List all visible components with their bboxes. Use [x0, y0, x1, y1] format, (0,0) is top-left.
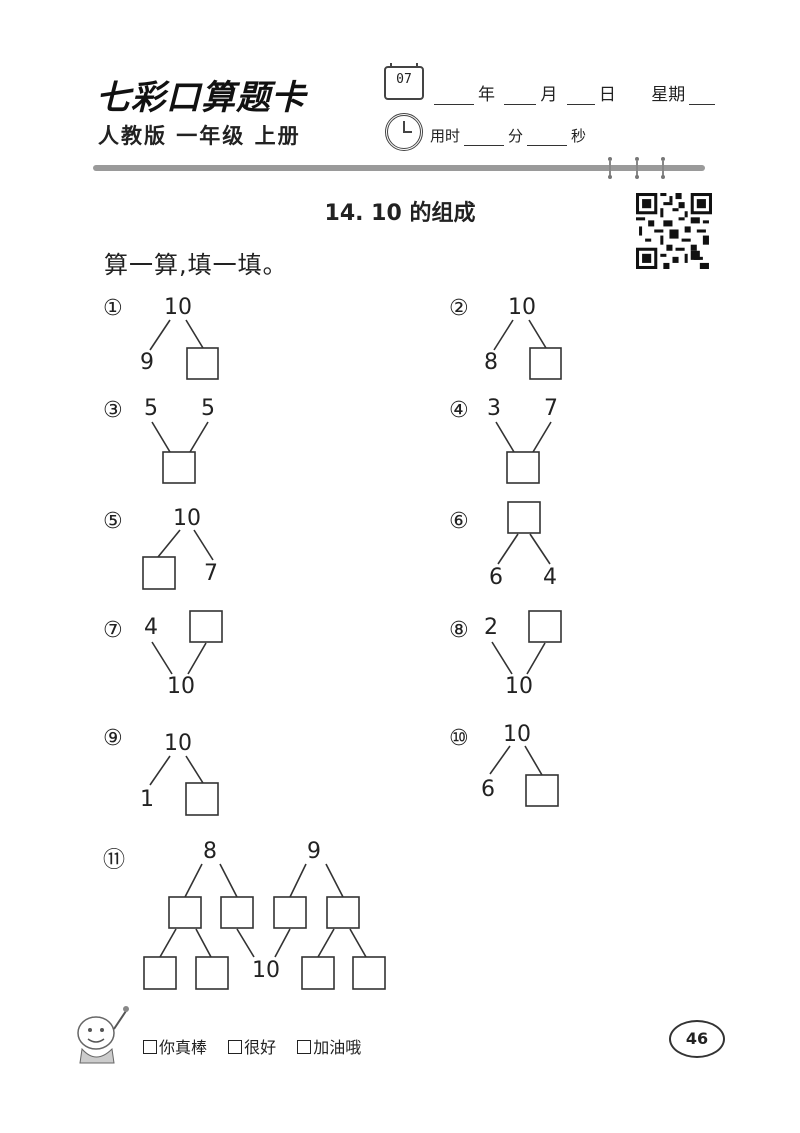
rating-label: 加油哦 — [313, 1038, 362, 1057]
calendar-icon: 07 — [384, 63, 424, 100]
minutes-label: 分 — [508, 127, 524, 145]
edition-label: 人教版 一年级 上册 — [98, 124, 301, 148]
answer-box[interactable] — [186, 347, 219, 380]
answer-box[interactable] — [301, 956, 335, 990]
answer-box[interactable] — [220, 896, 254, 929]
number-bottom: 10 — [252, 958, 280, 983]
answer-box[interactable] — [506, 451, 540, 484]
number-bottom: 10 — [505, 674, 533, 699]
answer-box[interactable] — [162, 451, 196, 484]
date-row: 年 月 日 星期 — [430, 80, 719, 105]
number-left: 3 — [487, 396, 501, 421]
year-label: 年 — [478, 85, 495, 105]
clock-icon — [385, 113, 423, 151]
seconds-label: 秒 — [571, 127, 587, 145]
answer-box[interactable] — [528, 610, 562, 643]
answer-box[interactable] — [326, 896, 360, 929]
time-row: 用时 分 秒 — [430, 125, 586, 146]
answer-box[interactable] — [189, 610, 223, 643]
day-blank[interactable] — [566, 88, 595, 105]
answer-box[interactable] — [142, 556, 176, 590]
question-label: ⑥ — [449, 509, 469, 534]
number-left: 1 — [140, 787, 154, 812]
year-blank[interactable] — [434, 88, 474, 105]
page-number: 46 — [669, 1020, 725, 1058]
number-left: 6 — [481, 777, 495, 802]
question-label: ④ — [449, 398, 469, 423]
number-top: 10 — [508, 295, 536, 320]
answer-box[interactable] — [352, 956, 386, 990]
seconds-blank[interactable] — [527, 129, 568, 146]
rating-label: 很好 — [244, 1038, 277, 1057]
number-top-left: 8 — [203, 839, 217, 864]
answer-box[interactable] — [168, 896, 202, 929]
answer-box[interactable] — [273, 896, 307, 929]
number-left: 8 — [484, 350, 498, 375]
number-left: 6 — [489, 565, 503, 590]
number-top: 10 — [503, 722, 531, 747]
binder-ring-icon — [607, 157, 613, 179]
brand-title: 七彩口算题卡 — [96, 78, 306, 118]
question-label: ① — [103, 296, 123, 321]
month-label: 月 — [540, 85, 558, 105]
question-label: ⑦ — [103, 618, 123, 643]
weekday-blank[interactable] — [689, 88, 716, 105]
number-right: 7 — [204, 561, 218, 586]
number-top: 10 — [164, 731, 192, 756]
minutes-blank[interactable] — [464, 129, 505, 146]
header-divider — [93, 165, 705, 171]
answer-box[interactable] — [195, 956, 229, 990]
checkbox[interactable] — [297, 1040, 312, 1054]
self-rating: 你真棒 很好 加油哦 — [143, 1034, 377, 1058]
number-left: 2 — [484, 615, 498, 640]
number-right: 4 — [543, 565, 557, 590]
number-left: 9 — [140, 350, 154, 375]
answer-box[interactable] — [143, 956, 177, 990]
time-used-label: 用时 — [430, 127, 461, 145]
answer-box[interactable] — [525, 774, 559, 807]
number-right: 7 — [544, 396, 558, 421]
lesson-title: 14. 10 的组成 — [324, 201, 476, 226]
question-label: ⑪ — [103, 848, 126, 873]
question-label: ② — [449, 296, 469, 321]
number-left: 4 — [144, 615, 158, 640]
question-label: ⑤ — [103, 509, 123, 534]
answer-box[interactable] — [507, 501, 541, 534]
question-label: ③ — [103, 398, 123, 423]
checkbox[interactable] — [228, 1040, 243, 1054]
weekday-label: 星期 — [651, 85, 686, 105]
instruction-text: 算一算,填一填。 — [104, 251, 288, 279]
day-label: 日 — [598, 85, 616, 105]
mascot-icon — [77, 1006, 129, 1064]
rating-option-great[interactable]: 你真棒 — [143, 1038, 207, 1057]
question-label: ⑧ — [449, 618, 469, 643]
checkbox[interactable] — [143, 1040, 157, 1054]
rating-option-good[interactable]: 很好 — [228, 1038, 276, 1057]
number-top-right: 9 — [307, 839, 321, 864]
number-top: 10 — [173, 506, 201, 531]
number-left: 5 — [144, 396, 158, 421]
answer-box[interactable] — [529, 347, 562, 380]
qr-code-icon[interactable] — [636, 193, 712, 269]
question-label: ⑨ — [103, 726, 123, 751]
number-bottom: 10 — [167, 674, 195, 699]
binder-ring-icon — [634, 157, 640, 179]
calendar-icon-text: 07 — [396, 72, 412, 87]
number-right: 5 — [201, 396, 215, 421]
number-top: 10 — [164, 295, 192, 320]
month-blank[interactable] — [504, 88, 537, 105]
rating-label: 你真棒 — [159, 1038, 208, 1057]
binder-ring-icon — [660, 157, 666, 179]
answer-box[interactable] — [185, 782, 219, 816]
rating-option-keep-going[interactable]: 加油哦 — [297, 1038, 361, 1057]
question-label: ⑩ — [449, 726, 469, 751]
